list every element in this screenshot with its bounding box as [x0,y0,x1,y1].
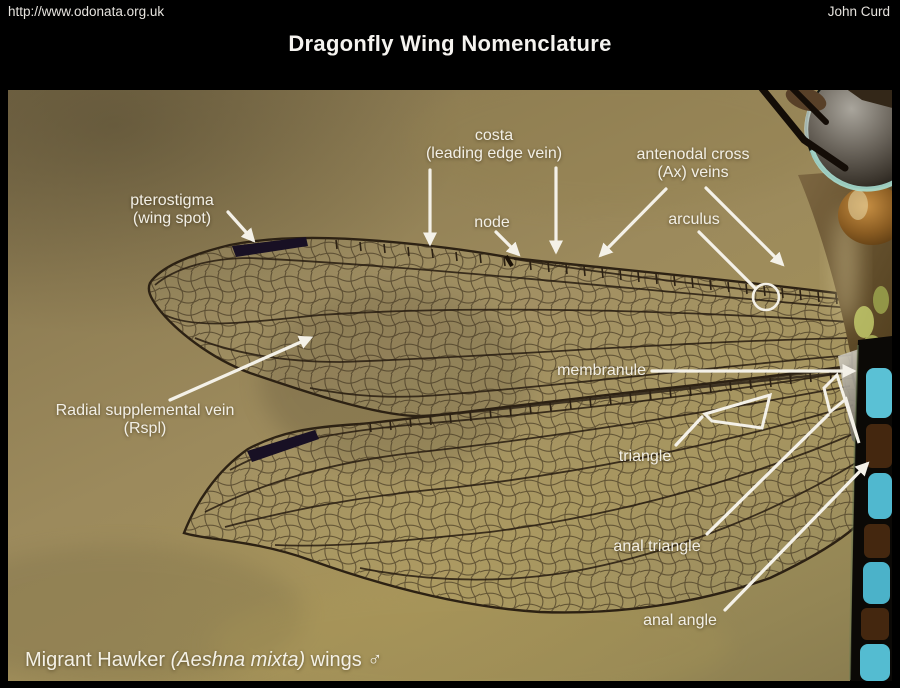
rspl-arrow [168,335,314,402]
abdomen-markings [849,344,892,681]
photographer-credit: John Curd [827,4,890,19]
forewing-long-veins [154,257,853,398]
label-rspl: Radial supplemental vein (Rspl) [55,402,235,437]
page-title: Dragonfly Wing Nomenclature [288,31,612,56]
pterostigma-arrow [226,210,256,243]
face-highlight [848,190,868,220]
annotation-graphics [168,166,870,612]
thorax-green-spot [873,286,889,314]
triangle-outline [702,392,773,430]
arculus-circle [751,282,781,312]
website-url: http://www.odonata.org.uk [8,4,165,19]
label-node: node [474,214,510,231]
forewing-node [504,254,514,268]
leg [758,90,849,172]
label-anal-angle: anal angle [643,612,717,629]
node-arrow [494,230,521,257]
caption-scientific-name: (Aeshna mixta) [170,649,306,671]
label-membranule: membranule [557,362,646,379]
thorax-green-spot [854,306,874,338]
wings [147,236,886,614]
anal-triangle-outline [822,372,861,444]
triangle-pointer-line [674,415,704,447]
hindwing [182,364,886,614]
hindwing-antenodal-crossveins [369,370,832,433]
label-arculus: arculus [668,211,720,228]
leg [789,90,829,125]
label-costa: costa (leading edge vein) [425,127,563,162]
anal-angle-arrow [723,461,870,612]
male-symbol: ♂ [367,649,383,671]
eye-rim-highlight [809,149,892,192]
photo-caption: Migrant Hawker (Aeshna mixta) wings ♂ [25,649,382,672]
label-anal-triangle: anal triangle [613,538,701,555]
label-antenodal: antenodal cross (Ax) veins [636,146,750,181]
head-top-shadow [847,90,892,108]
hindwing-pterostigma [247,430,319,462]
forewing-pterostigma [232,237,308,257]
dragonfly-body [758,90,892,681]
anal-triangle-pointer-line [705,413,830,536]
antenodal-arrow-left [598,187,668,258]
caption-suffix: wings [305,649,368,671]
label-triangle: triangle [618,448,672,465]
antenodal-arrow-right [704,186,785,267]
caption-common-name: Migrant Hawker [25,649,171,671]
label-pterostigma: pterostigma (wing spot) [130,192,214,227]
compound-eye [805,90,892,189]
arculus-pointer-line [697,230,757,290]
